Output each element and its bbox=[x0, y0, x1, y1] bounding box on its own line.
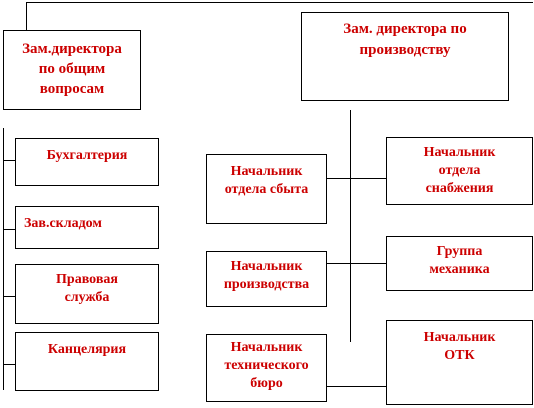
node-line: Начальник bbox=[423, 330, 496, 345]
node-line: снабжения bbox=[425, 181, 494, 196]
node-line: Зам.директора bbox=[22, 41, 122, 57]
node-qc-head: Начальник ОТК bbox=[386, 320, 533, 405]
node-line: технического bbox=[224, 358, 309, 373]
node-tech-bureau-head: Начальник технического бюро bbox=[206, 334, 327, 402]
node-line: Начальник bbox=[230, 259, 303, 274]
node-line: производству bbox=[359, 42, 451, 58]
node-line: служба bbox=[64, 290, 110, 305]
node-line: Группа bbox=[436, 244, 483, 259]
node-deputy-production: Зам. директора по производству bbox=[301, 12, 509, 101]
node-line: Начальник bbox=[423, 145, 496, 160]
node-deputy-general: Зам.директора по общим вопросам bbox=[3, 30, 141, 110]
node-line: бюро bbox=[250, 376, 283, 391]
node-warehouse: Зав.складом bbox=[15, 206, 159, 249]
node-line: Зам. директора по bbox=[343, 21, 467, 37]
node-sales-head: Начальник отдела сбыта bbox=[206, 154, 327, 224]
node-line: Зав.складом bbox=[24, 216, 102, 231]
node-supply-head: Начальник отдела снабжения bbox=[386, 137, 533, 205]
node-line: Правовая bbox=[56, 272, 118, 287]
node-line: Бухгалтерия bbox=[46, 148, 128, 163]
node-line: производства bbox=[223, 277, 310, 292]
node-line: Начальник bbox=[230, 340, 303, 355]
node-line: Канцелярия bbox=[47, 342, 127, 357]
node-line: ОТК bbox=[444, 348, 475, 363]
node-line: вопросам bbox=[39, 81, 105, 97]
node-production-head: Начальник производства bbox=[206, 251, 327, 307]
node-line: механика bbox=[429, 262, 490, 277]
node-line: отдела bbox=[438, 163, 481, 178]
node-mechanic-group: Группа механика bbox=[386, 236, 533, 291]
node-line: по общим bbox=[38, 61, 106, 77]
node-legal: Правовая служба bbox=[15, 264, 159, 324]
node-line: отдела сбыта bbox=[224, 182, 309, 197]
node-office: Канцелярия bbox=[15, 332, 159, 391]
node-accounting: Бухгалтерия bbox=[15, 138, 159, 186]
node-line: Начальник bbox=[230, 164, 303, 179]
